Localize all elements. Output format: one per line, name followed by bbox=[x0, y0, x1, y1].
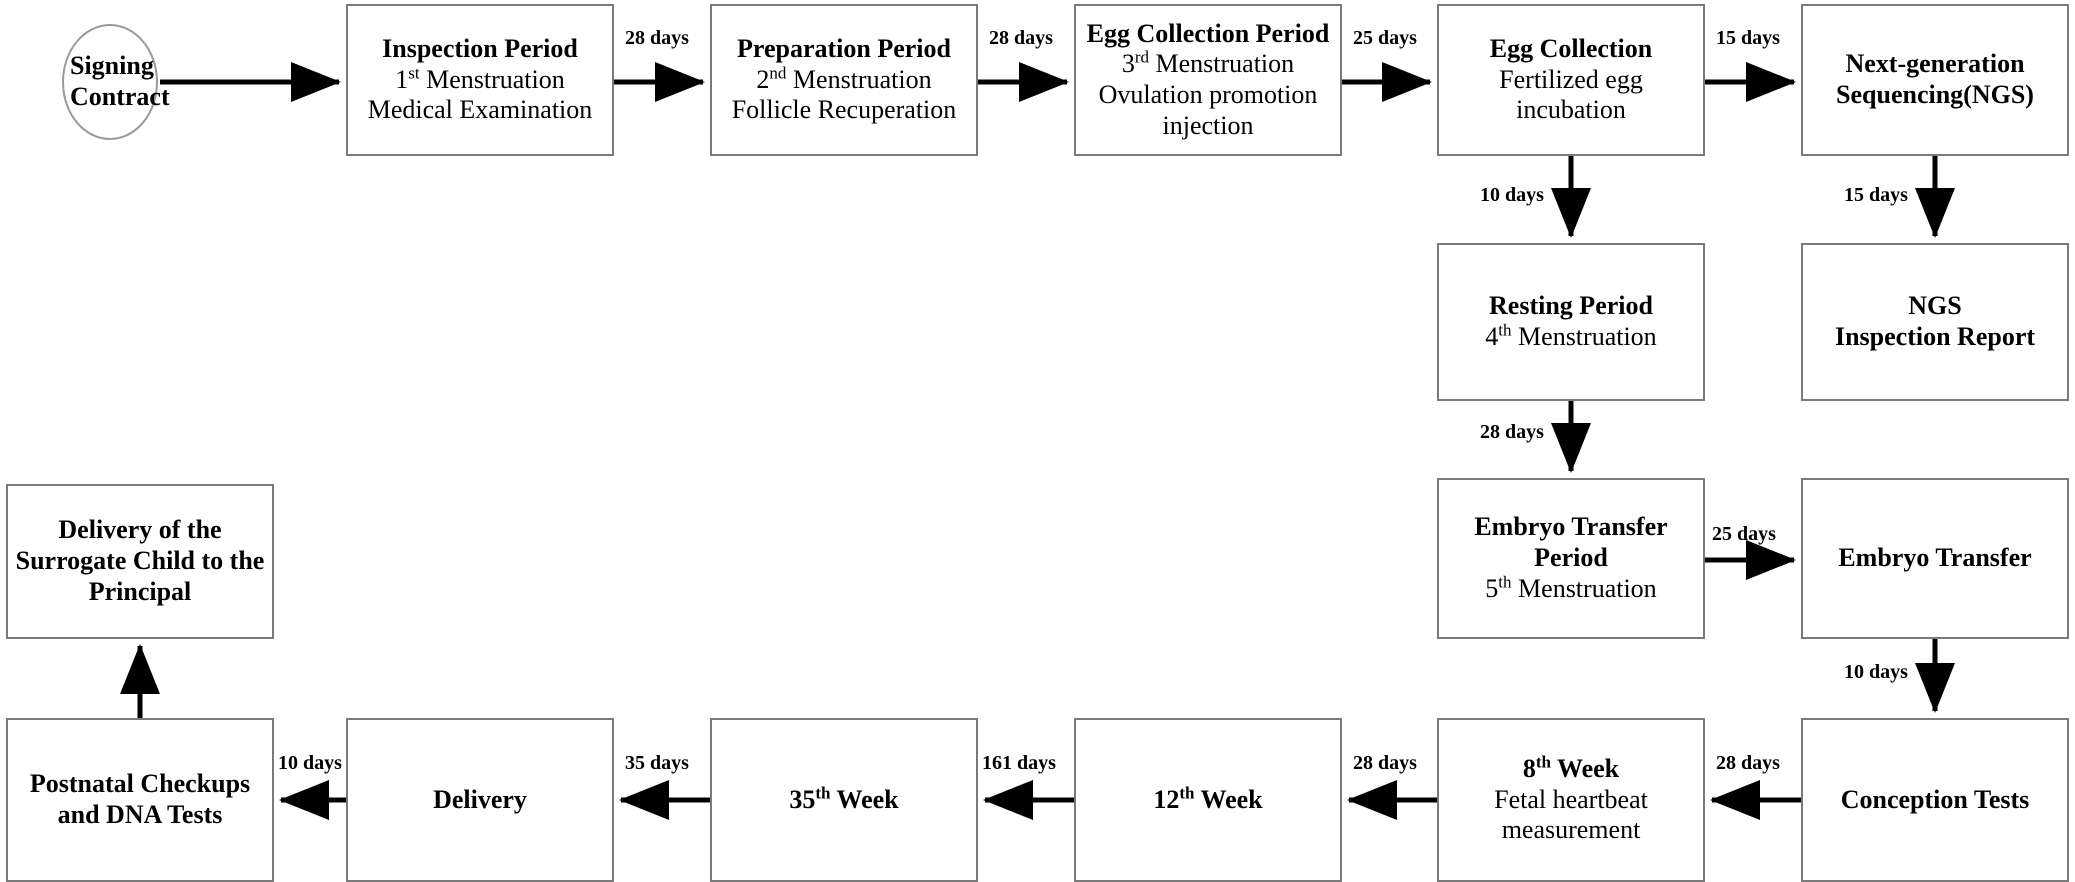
node-conception-tests-title: Conception Tests bbox=[1840, 784, 2030, 814]
node-egg-collection-title: Egg Collection bbox=[1489, 33, 1653, 63]
edge-label-embryoperiod-embryotransfer: 25 days bbox=[1712, 523, 1776, 545]
node-week-8[interactable]: 8th Week Fetal heartbeat measurement bbox=[1437, 718, 1705, 882]
node-egg-collection-period[interactable]: Egg Collection Period 3rd Menstruation O… bbox=[1074, 4, 1342, 156]
node-week-35-inner: 35th Week bbox=[712, 783, 976, 816]
node-egg-collection-period-inner: Egg Collection Period 3rd Menstruation O… bbox=[1076, 19, 1340, 142]
node-embryo-transfer-period-sub1: 5th Menstruation bbox=[1485, 572, 1657, 603]
node-egg-collection-sub2: Fertilized egg incubation bbox=[1499, 64, 1643, 125]
node-postnatal-checkups[interactable]: Postnatal Checkups and DNA Tests bbox=[6, 718, 274, 882]
node-signing-contract-title: Signing Contract bbox=[70, 51, 170, 111]
node-egg-collection[interactable]: Egg Collection Fertilized egg incubation bbox=[1437, 4, 1705, 156]
node-embryo-transfer-title: Embryo Transfer bbox=[1838, 543, 2032, 573]
node-preparation-period-inner: Preparation Period 2nd Menstruation Foll… bbox=[712, 34, 976, 126]
node-week-35[interactable]: 35th Week bbox=[710, 718, 978, 882]
node-week-35-title: 35th Week bbox=[789, 783, 899, 814]
node-embryo-transfer-period[interactable]: Embryo Transfer Period 5th Menstruation bbox=[1437, 478, 1705, 639]
edge-label-conception-week8: 28 days bbox=[1716, 752, 1780, 774]
node-resting-period[interactable]: Resting Period 4th Menstruation bbox=[1437, 243, 1705, 401]
node-inspection-period-inner: Inspection Period 1st Menstruation Medic… bbox=[348, 34, 612, 126]
node-embryo-transfer-period-title: Embryo Transfer Period bbox=[1474, 512, 1668, 573]
edge-label-delivery-postnatal: 10 days bbox=[278, 752, 342, 774]
node-delivery[interactable]: Delivery bbox=[346, 718, 614, 882]
node-preparation-period-title: Preparation Period bbox=[737, 33, 951, 63]
node-embryo-transfer-inner: Embryo Transfer bbox=[1803, 543, 2067, 574]
node-postnatal-checkups-inner: Postnatal Checkups and DNA Tests bbox=[8, 769, 272, 830]
node-signing-contract-inner: Signing Contract bbox=[64, 51, 170, 112]
node-resting-period-sub1: 4th Menstruation bbox=[1485, 320, 1657, 351]
node-resting-period-title: Resting Period bbox=[1489, 291, 1653, 321]
edge-label-ngs-report: 15 days bbox=[1844, 184, 1908, 206]
node-embryo-transfer-period-inner: Embryo Transfer Period 5th Menstruation bbox=[1439, 512, 1703, 604]
node-postnatal-checkups-title: Postnatal Checkups and DNA Tests bbox=[29, 769, 251, 829]
node-delivery-to-principal-title: Delivery of the Surrogate Child to the P… bbox=[15, 515, 265, 606]
node-week-12[interactable]: 12th Week bbox=[1074, 718, 1342, 882]
node-next-generation-sequencing-title: Next-generation Sequencing(NGS) bbox=[1836, 49, 2034, 109]
node-preparation-period-sub2: Follicle Recuperation bbox=[731, 95, 957, 125]
node-week-12-inner: 12th Week bbox=[1076, 783, 1340, 816]
edge-label-eggcollection-resting: 10 days bbox=[1480, 184, 1544, 206]
node-delivery-to-principal-inner: Delivery of the Surrogate Child to the P… bbox=[8, 515, 272, 607]
node-delivery-title: Delivery bbox=[433, 784, 527, 814]
edge-label-week35-delivery: 35 days bbox=[625, 752, 689, 774]
node-ngs-inspection-report-title: NGS Inspection Report bbox=[1834, 291, 2036, 351]
node-egg-collection-inner: Egg Collection Fertilized egg incubation bbox=[1439, 34, 1703, 126]
edge-label-eggperiod-eggcollection: 25 days bbox=[1353, 27, 1417, 49]
node-delivery-to-principal[interactable]: Delivery of the Surrogate Child to the P… bbox=[6, 484, 274, 639]
node-ngs-inspection-report-inner: NGS Inspection Report bbox=[1803, 291, 2067, 352]
edge-label-resting-embryoperiod: 28 days bbox=[1480, 421, 1544, 443]
node-preparation-period[interactable]: Preparation Period 2nd Menstruation Foll… bbox=[710, 4, 978, 156]
node-inspection-period-sub2: Medical Examination bbox=[367, 95, 593, 125]
node-embryo-transfer[interactable]: Embryo Transfer bbox=[1801, 478, 2069, 639]
edge-label-preparation-eggperiod: 28 days bbox=[989, 27, 1053, 49]
edge-label-week8-week12: 28 days bbox=[1353, 752, 1417, 774]
node-ngs-inspection-report[interactable]: NGS Inspection Report bbox=[1801, 243, 2069, 401]
node-inspection-period[interactable]: Inspection Period 1st Menstruation Medic… bbox=[346, 4, 614, 156]
edge-label-embryotransfer-conception: 10 days bbox=[1844, 661, 1908, 683]
node-egg-collection-period-title: Egg Collection Period bbox=[1086, 18, 1330, 48]
edge-label-inspection-preparation: 28 days bbox=[625, 27, 689, 49]
node-inspection-period-title: Inspection Period bbox=[382, 33, 578, 63]
node-week-8-inner: 8th Week Fetal heartbeat measurement bbox=[1439, 752, 1703, 846]
node-conception-tests-inner: Conception Tests bbox=[1803, 785, 2067, 816]
node-next-generation-sequencing[interactable]: Next-generation Sequencing(NGS) bbox=[1801, 4, 2069, 156]
node-week-12-title: 12th Week bbox=[1153, 783, 1263, 814]
node-egg-collection-period-sub1: 3rd Menstruation bbox=[1121, 47, 1295, 79]
node-preparation-period-sub1: 2nd Menstruation bbox=[756, 63, 932, 94]
node-signing-contract[interactable]: Signing Contract bbox=[62, 24, 170, 140]
node-week-8-title: 8th Week bbox=[1522, 752, 1620, 783]
node-delivery-inner: Delivery bbox=[348, 785, 612, 816]
node-conception-tests[interactable]: Conception Tests bbox=[1801, 718, 2069, 882]
edge-label-eggcollection-ngs: 15 days bbox=[1716, 27, 1780, 49]
node-week-8-sub2: Fetal heartbeat measurement bbox=[1494, 784, 1648, 845]
node-next-generation-sequencing-inner: Next-generation Sequencing(NGS) bbox=[1803, 49, 2067, 110]
edge-label-week12-week35: 161 days bbox=[982, 752, 1056, 774]
node-resting-period-inner: Resting Period 4th Menstruation bbox=[1439, 291, 1703, 352]
node-inspection-period-sub1: 1st Menstruation bbox=[395, 63, 565, 94]
node-egg-collection-period-sub2: Ovulation promotion injection bbox=[1098, 80, 1318, 140]
